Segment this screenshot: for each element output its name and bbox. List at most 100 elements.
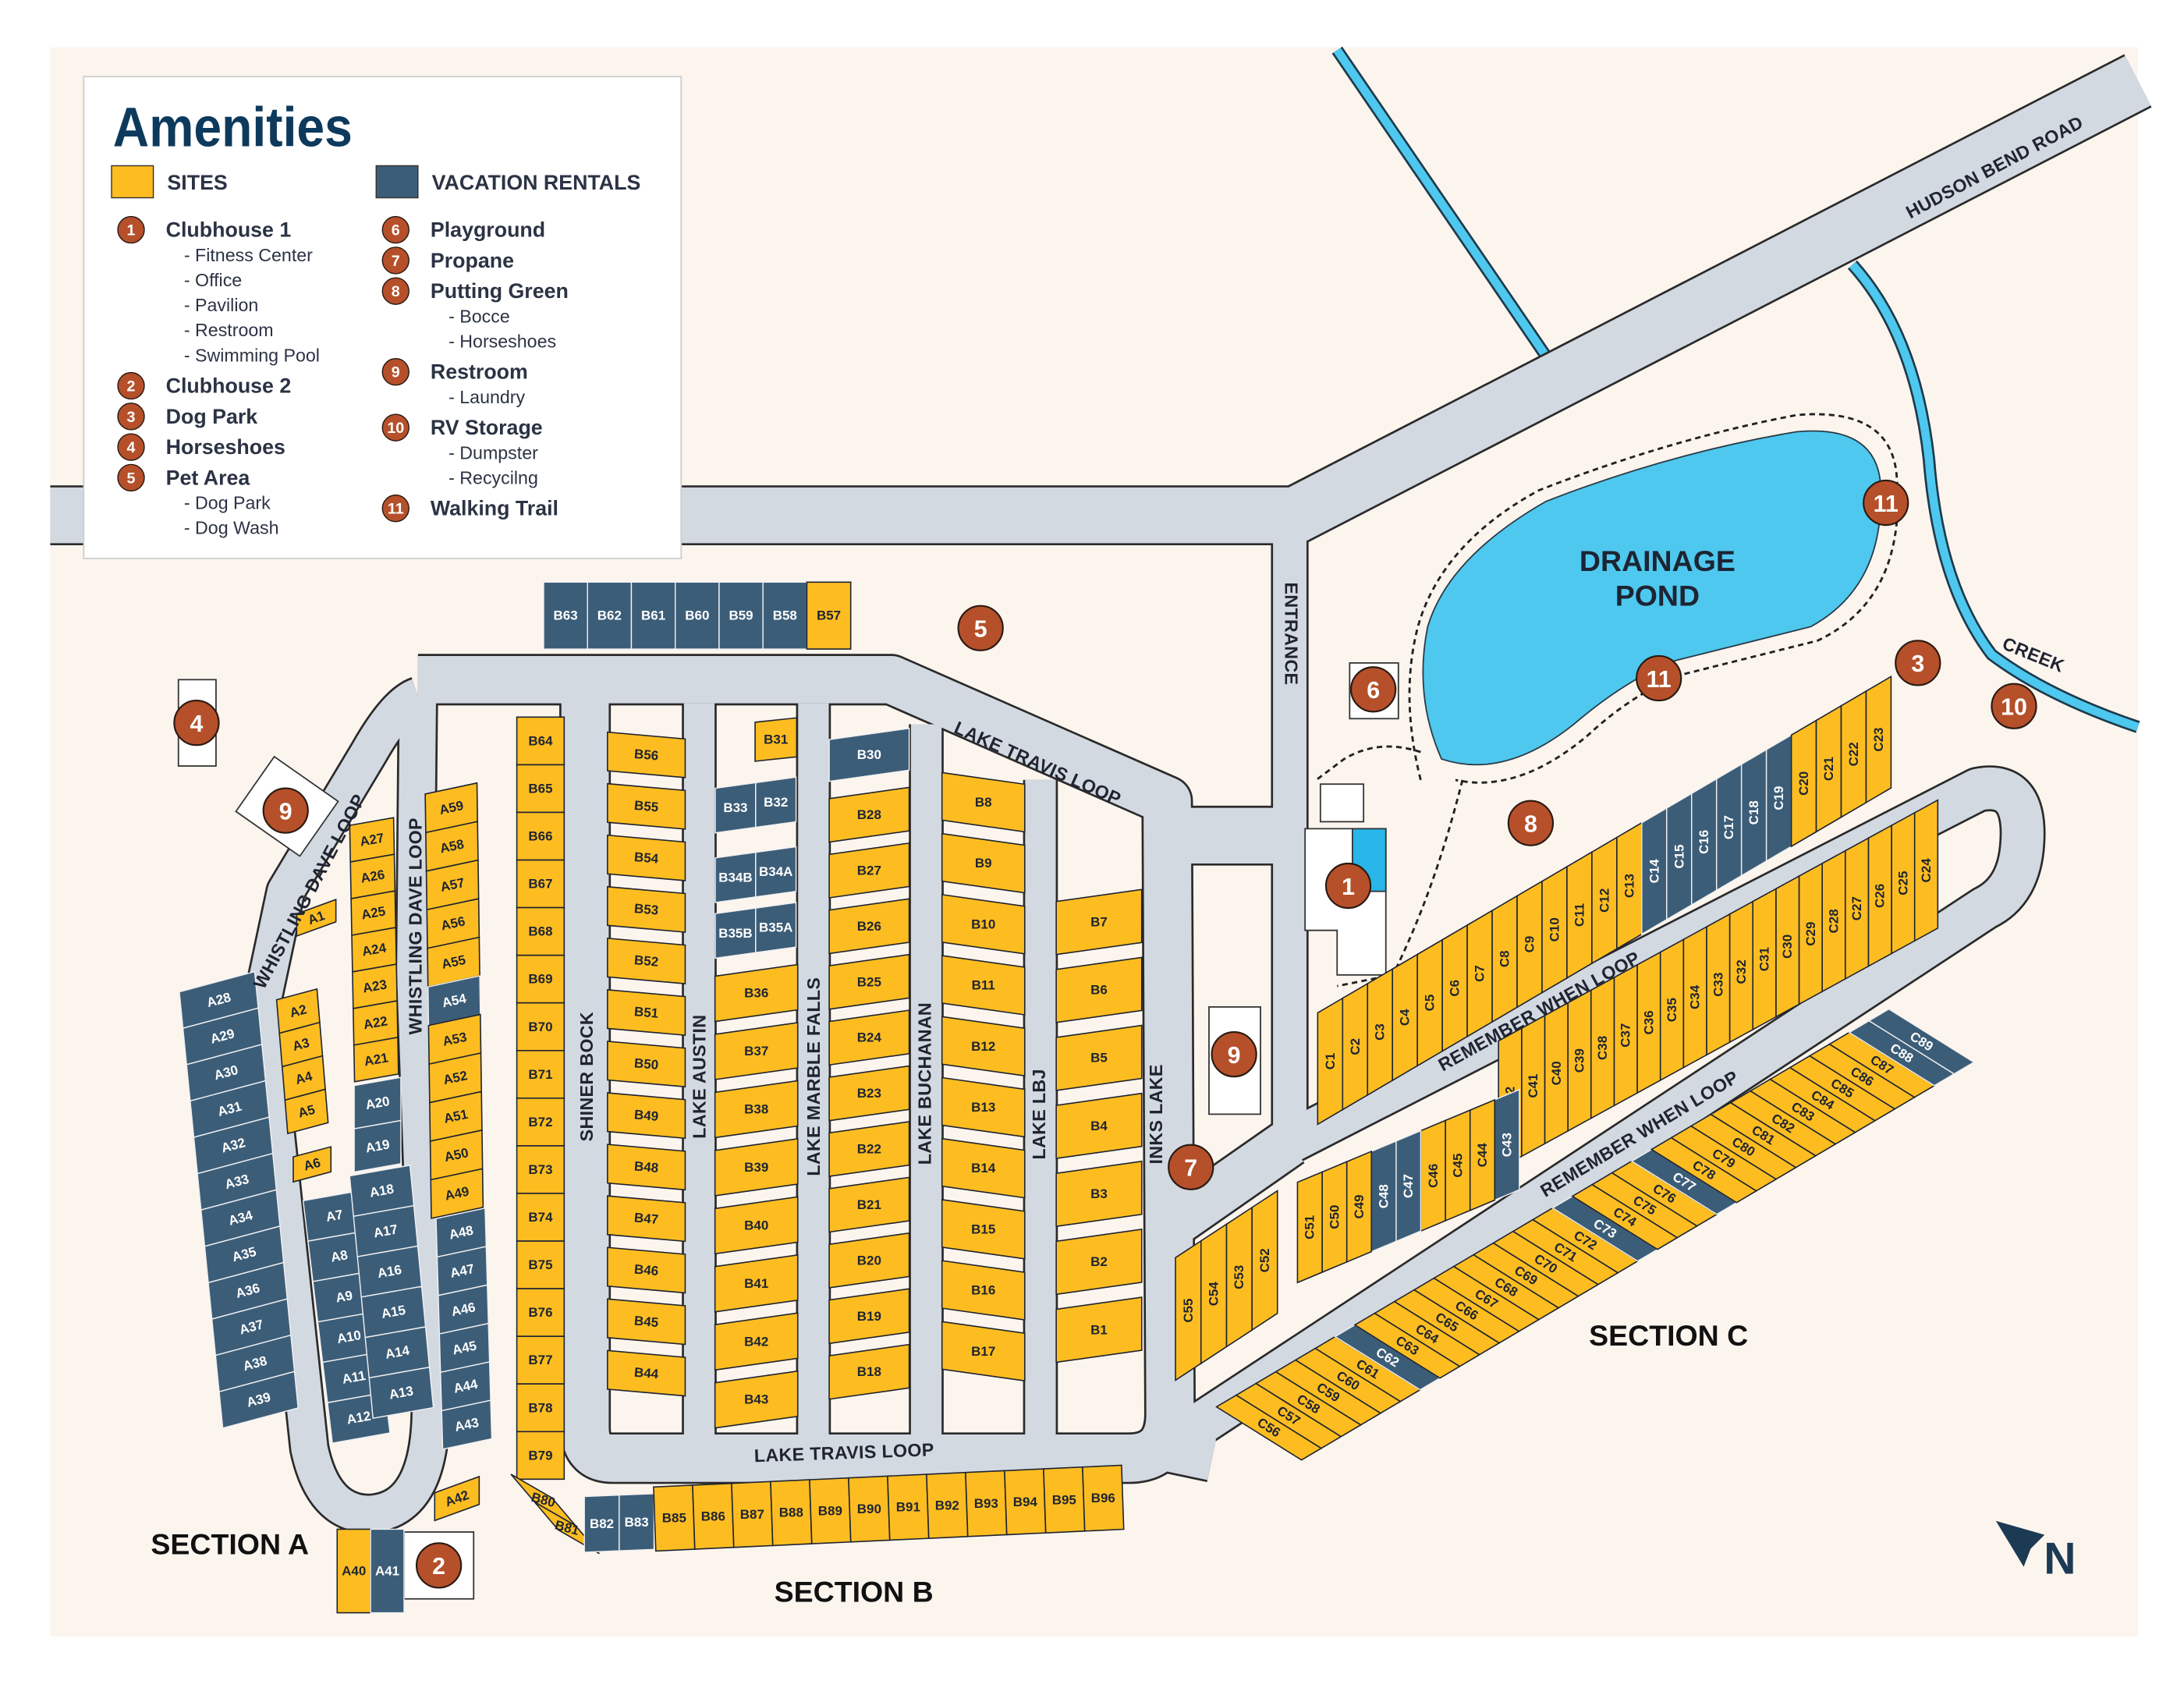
site-b15[interactable]: B15 <box>941 1198 1026 1260</box>
site-b2[interactable]: B2 <box>1055 1229 1143 1296</box>
site-a49[interactable]: A49 <box>430 1168 484 1219</box>
site-a25[interactable]: A25 <box>350 890 397 936</box>
site-c29[interactable]: C29 <box>1798 862 1823 1005</box>
site-a6[interactable]: A6 <box>292 1146 332 1183</box>
site-b35b[interactable]: B35B <box>714 907 757 959</box>
site-c44[interactable]: C44 <box>1469 1098 1496 1211</box>
site-b87[interactable]: B87 <box>731 1481 774 1548</box>
amenity-marker-8[interactable]: 8 <box>1507 800 1555 846</box>
site-c13[interactable]: C13 <box>1616 821 1643 950</box>
site-c1[interactable]: C1 <box>1317 997 1344 1126</box>
site-a17[interactable]: A17 <box>353 1204 419 1257</box>
amenity-marker-11[interactable]: 11 <box>1636 654 1682 702</box>
amenity-marker-6[interactable]: 6 <box>1350 666 1397 713</box>
site-b36[interactable]: B36 <box>714 963 799 1023</box>
site-a29[interactable]: A29 <box>182 1007 263 1066</box>
site-c22[interactable]: C22 <box>1840 690 1867 819</box>
site-c43[interactable]: C43 <box>1494 1088 1520 1201</box>
site-a20[interactable]: A20 <box>353 1076 402 1129</box>
site-b42[interactable]: B42 <box>714 1312 799 1371</box>
site-c27[interactable]: C27 <box>1844 837 1870 981</box>
site-b10[interactable]: B10 <box>941 893 1026 955</box>
site-b48[interactable]: B48 <box>607 1144 686 1191</box>
site-b11[interactable]: B11 <box>941 955 1026 1016</box>
site-b59[interactable]: B59 <box>718 581 764 650</box>
site-b65[interactable]: B65 <box>516 764 566 814</box>
site-b25[interactable]: B25 <box>828 953 910 1010</box>
site-c18[interactable]: C18 <box>1740 748 1767 877</box>
site-b17[interactable]: B17 <box>941 1321 1026 1382</box>
site-b31[interactable]: B31 <box>754 717 798 762</box>
site-c20[interactable]: C20 <box>1790 719 1817 848</box>
amenity-marker-4[interactable]: 4 <box>173 700 220 746</box>
site-a23[interactable]: A23 <box>352 963 398 1009</box>
site-c37[interactable]: C37 <box>1613 963 1638 1107</box>
site-b37[interactable]: B37 <box>714 1022 799 1080</box>
site-b96[interactable]: B96 <box>1082 1464 1125 1532</box>
site-c40[interactable]: C40 <box>1544 1002 1569 1145</box>
site-b83[interactable]: B83 <box>619 1493 655 1551</box>
site-c9[interactable]: C9 <box>1516 880 1543 1009</box>
site-b70[interactable]: B70 <box>516 1002 566 1051</box>
site-c30[interactable]: C30 <box>1775 874 1800 1019</box>
site-a56[interactable]: A56 <box>426 898 480 949</box>
site-a33[interactable]: A33 <box>197 1152 278 1211</box>
site-b62[interactable]: B62 <box>587 581 633 650</box>
site-a54[interactable]: A54 <box>427 975 481 1027</box>
site-a58[interactable]: A58 <box>425 821 479 872</box>
site-c53[interactable]: C53 <box>1225 1206 1253 1349</box>
site-c19[interactable]: C19 <box>1765 734 1792 863</box>
site-c4[interactable]: C4 <box>1392 953 1418 1082</box>
site-b52[interactable]: B52 <box>607 937 686 984</box>
site-b46[interactable]: B46 <box>607 1246 686 1294</box>
site-c21[interactable]: C21 <box>1815 704 1842 833</box>
site-b23[interactable]: B23 <box>828 1065 910 1122</box>
site-b9[interactable]: B9 <box>941 832 1026 894</box>
site-b19[interactable]: B19 <box>828 1288 910 1345</box>
site-b74[interactable]: B74 <box>516 1193 566 1242</box>
site-a44[interactable]: A44 <box>440 1361 491 1412</box>
site-c32[interactable]: C32 <box>1728 900 1754 1044</box>
site-b22[interactable]: B22 <box>828 1121 910 1178</box>
site-c6[interactable]: C6 <box>1441 924 1468 1052</box>
site-b30[interactable]: B30 <box>828 727 910 782</box>
site-b67[interactable]: B67 <box>516 859 566 909</box>
site-c55[interactable]: C55 <box>1175 1239 1202 1381</box>
amenity-marker-1[interactable]: 1 <box>1324 862 1372 910</box>
site-c8[interactable]: C8 <box>1491 895 1518 1023</box>
site-a53[interactable]: A53 <box>427 1013 482 1066</box>
site-b27[interactable]: B27 <box>828 842 910 899</box>
amenity-marker-7[interactable]: 7 <box>1168 1144 1214 1190</box>
site-c35[interactable]: C35 <box>1659 938 1685 1082</box>
site-c28[interactable]: C28 <box>1821 849 1846 993</box>
site-b1[interactable]: B1 <box>1055 1296 1143 1364</box>
site-a4[interactable]: A4 <box>281 1055 326 1101</box>
site-a40[interactable]: A40 <box>336 1528 371 1614</box>
site-a2[interactable]: A2 <box>275 988 321 1034</box>
site-b44[interactable]: B44 <box>607 1349 686 1397</box>
site-c39[interactable]: C39 <box>1567 989 1592 1133</box>
site-b93[interactable]: B93 <box>965 1470 1008 1537</box>
site-c3[interactable]: C3 <box>1367 967 1394 1097</box>
site-b60[interactable]: B60 <box>674 581 720 650</box>
site-b47[interactable]: B47 <box>607 1195 686 1243</box>
site-c12[interactable]: C12 <box>1591 836 1618 965</box>
site-a30[interactable]: A30 <box>186 1044 267 1102</box>
site-a27[interactable]: A27 <box>349 817 395 864</box>
site-a55[interactable]: A55 <box>427 936 480 988</box>
site-c23[interactable]: C23 <box>1865 675 1892 804</box>
site-b63[interactable]: B63 <box>543 581 588 650</box>
site-b58[interactable]: B58 <box>762 581 808 650</box>
site-b71[interactable]: B71 <box>516 1049 566 1099</box>
site-a43[interactable]: A43 <box>441 1399 493 1450</box>
site-b79[interactable]: B79 <box>516 1431 566 1481</box>
site-a5[interactable]: A5 <box>284 1088 329 1135</box>
site-c15[interactable]: C15 <box>1666 793 1693 921</box>
site-c51[interactable]: C51 <box>1296 1171 1323 1284</box>
site-b82[interactable]: B82 <box>583 1494 620 1553</box>
site-c47[interactable]: C47 <box>1395 1129 1422 1243</box>
site-a47[interactable]: A47 <box>436 1246 488 1296</box>
site-b50[interactable]: B50 <box>607 1041 686 1088</box>
site-a35[interactable]: A35 <box>204 1225 285 1284</box>
site-a39[interactable]: A39 <box>218 1371 299 1429</box>
